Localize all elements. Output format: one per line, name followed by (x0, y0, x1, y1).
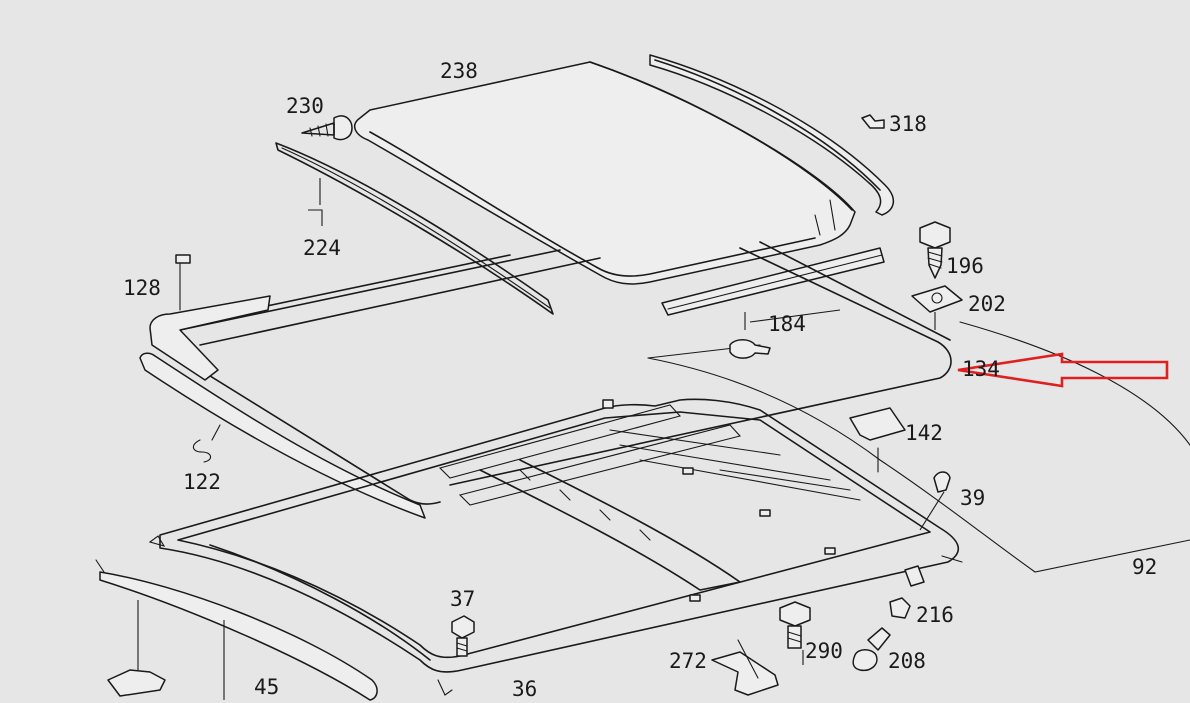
bolt-196 (919, 221, 951, 279)
clip-216 (889, 565, 925, 619)
callout-45: 45 (254, 675, 279, 699)
callout-272: 272 (669, 649, 707, 673)
callout-184: 184 (768, 312, 806, 336)
callout-318: 318 (889, 112, 927, 136)
clip-142 (849, 407, 906, 473)
callout-238: 238 (440, 59, 478, 83)
seal-strip-122 (139, 352, 426, 519)
spring-122 (192, 424, 221, 463)
callout-134: 134 (962, 357, 1000, 381)
callout-142: 142 (905, 421, 943, 445)
callout-290: 290 (805, 639, 843, 663)
leader-lines (308, 178, 841, 323)
callout-92: 92 (1132, 555, 1157, 579)
callout-39: 39 (960, 486, 985, 510)
screw-37 (451, 615, 475, 657)
callout-208: 208 (888, 649, 926, 673)
callout-202: 202 (968, 292, 1006, 316)
nut-clip-202 (911, 285, 963, 330)
glass-panel-238 (353, 61, 856, 285)
callout-224: 224 (303, 236, 341, 260)
callout-36: 36 (512, 677, 537, 701)
callout-230: 230 (286, 94, 324, 118)
screw-230 (301, 115, 353, 141)
pin-39 (919, 471, 951, 531)
callout-37: 37 (450, 587, 475, 611)
callout-128: 128 (123, 276, 161, 300)
clip-318 (861, 114, 885, 129)
highlight-arrow (957, 352, 1169, 388)
callout-122: 122 (183, 470, 221, 494)
callout-216: 216 (916, 603, 954, 627)
callout-196: 196 (946, 254, 984, 278)
bolt-290 (779, 601, 811, 665)
bolt-208 (852, 627, 891, 672)
frame-seal-134 (151, 241, 952, 505)
seal-piece-128 (149, 254, 271, 381)
frame-assembly-36 (148, 398, 963, 696)
wind-deflector-224 (275, 142, 554, 315)
callout-labels: 238 230 318 224 196 128 202 184 134 142 … (123, 59, 1157, 701)
bracket-272 (711, 639, 779, 696)
seal-strip-318 (649, 54, 894, 216)
clip-184 (729, 312, 771, 359)
trim-strip-45 (95, 559, 378, 701)
